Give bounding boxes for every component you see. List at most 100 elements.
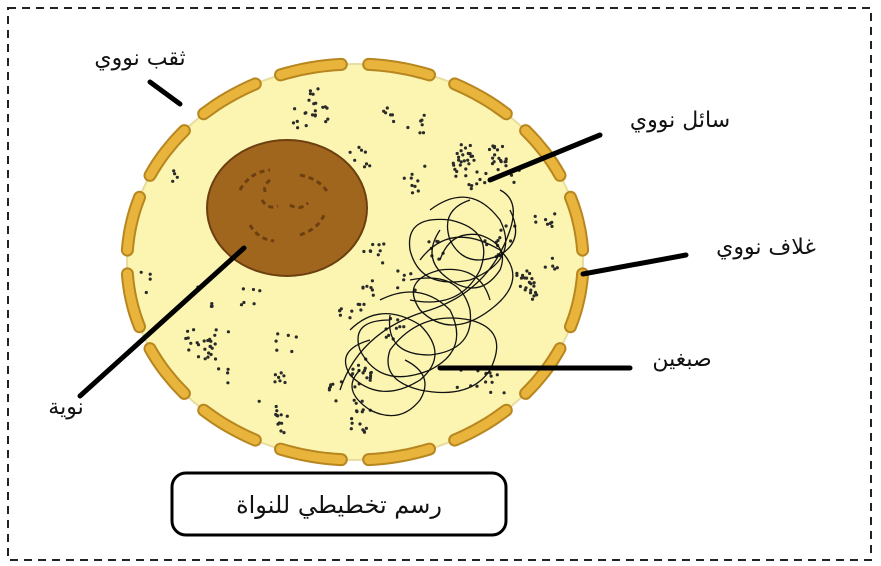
granule-dot <box>357 146 360 149</box>
granule-dot <box>203 348 206 351</box>
granule-dot <box>273 380 276 383</box>
granule-dot <box>464 146 467 149</box>
granule-dot <box>471 155 474 158</box>
granule-dot <box>214 342 217 345</box>
granule-dot <box>411 191 414 194</box>
granule-dot <box>278 379 281 382</box>
granule-dot <box>410 177 413 180</box>
granule-dot <box>369 250 372 253</box>
granule-dot <box>365 376 368 379</box>
granule-dot <box>370 371 373 374</box>
granule-dot <box>551 265 554 268</box>
granule-dot <box>359 308 362 311</box>
granule-dot <box>472 159 475 162</box>
granule-dot <box>491 157 494 160</box>
granule-dot <box>398 325 401 328</box>
granule-dot <box>276 332 279 335</box>
nucleolus <box>207 140 367 276</box>
granule-dot <box>353 399 356 402</box>
granule-dot <box>382 242 385 245</box>
granule-dot <box>278 421 281 424</box>
granule-dot <box>334 399 337 402</box>
granule-dot <box>361 286 364 289</box>
granule-dot <box>509 239 512 242</box>
granule-dot <box>369 379 372 382</box>
granule-dot <box>204 357 207 360</box>
granule-dot <box>469 152 472 155</box>
granule-dot <box>210 302 213 305</box>
granule-dot <box>312 93 315 96</box>
granule-dot <box>286 415 289 418</box>
granule-dot <box>258 400 261 403</box>
granule-dot <box>187 348 190 351</box>
granule-dot <box>196 341 199 344</box>
granule-dot <box>353 385 356 388</box>
granule-dot <box>326 118 329 121</box>
granule-dot <box>452 164 455 167</box>
granule-dot <box>519 285 522 288</box>
granule-dot <box>418 131 421 134</box>
granule-dot <box>309 89 312 92</box>
granule-dot <box>186 330 189 333</box>
granule-dot <box>496 239 499 242</box>
granule-dot <box>530 277 533 280</box>
granule-dot <box>423 165 426 168</box>
granule-dot <box>282 374 285 377</box>
granule-dot <box>419 119 422 122</box>
granule-dot <box>525 277 528 280</box>
granule-dot <box>504 164 507 167</box>
granule-dot <box>277 376 280 379</box>
granule-dot <box>307 99 310 102</box>
granule-dot <box>470 187 473 190</box>
granule-dot <box>377 253 380 256</box>
granule-dot <box>461 153 464 156</box>
granule-dot <box>413 185 416 188</box>
granule-dot <box>213 334 216 337</box>
label-chromatin: صبغين <box>652 347 711 372</box>
granule-dot <box>362 303 365 306</box>
granule-dot <box>410 184 413 187</box>
caption: رسم تخطيطي للنواة <box>236 491 442 519</box>
granule-dot <box>295 335 298 338</box>
granule-dot <box>467 183 470 186</box>
granule-dot <box>358 303 361 306</box>
granule-dot <box>324 120 327 123</box>
granule-dot <box>460 160 463 163</box>
granule-dot <box>362 250 365 253</box>
granule-dot <box>258 289 261 292</box>
granule-dot <box>350 310 353 313</box>
granule-dot <box>457 156 460 159</box>
granule-dot <box>274 373 277 376</box>
granule-dot <box>207 339 210 342</box>
granule-dot <box>240 303 243 306</box>
granule-dot <box>463 159 466 162</box>
granule-dot <box>499 159 502 162</box>
granule-dot <box>365 427 368 430</box>
granule-dot <box>350 417 353 420</box>
granule-dot <box>464 174 467 177</box>
granule-dot <box>467 162 470 165</box>
granule-dot <box>351 422 354 425</box>
granule-dot <box>207 351 210 354</box>
granule-dot <box>314 102 317 105</box>
granule-dot <box>280 413 283 416</box>
granule-dot <box>173 172 176 175</box>
granule-dot <box>358 422 361 425</box>
granule-dot <box>214 357 217 360</box>
granule-dot <box>279 429 282 432</box>
granule-dot <box>553 212 556 215</box>
granule-dot <box>488 148 491 151</box>
pointer-nuclear-envelope <box>583 255 686 274</box>
granule-dot <box>532 285 535 288</box>
granule-dot <box>140 271 143 274</box>
granule-dot <box>491 162 494 165</box>
granule-dot <box>325 107 328 110</box>
granule-dot <box>544 218 547 221</box>
granule-dot <box>206 356 209 359</box>
granule-dot <box>227 330 230 333</box>
granule-dot <box>287 334 290 337</box>
granule-dot <box>499 229 502 232</box>
granule-dot <box>396 286 399 289</box>
granule-dot <box>372 294 375 297</box>
granule-dot <box>411 173 414 176</box>
